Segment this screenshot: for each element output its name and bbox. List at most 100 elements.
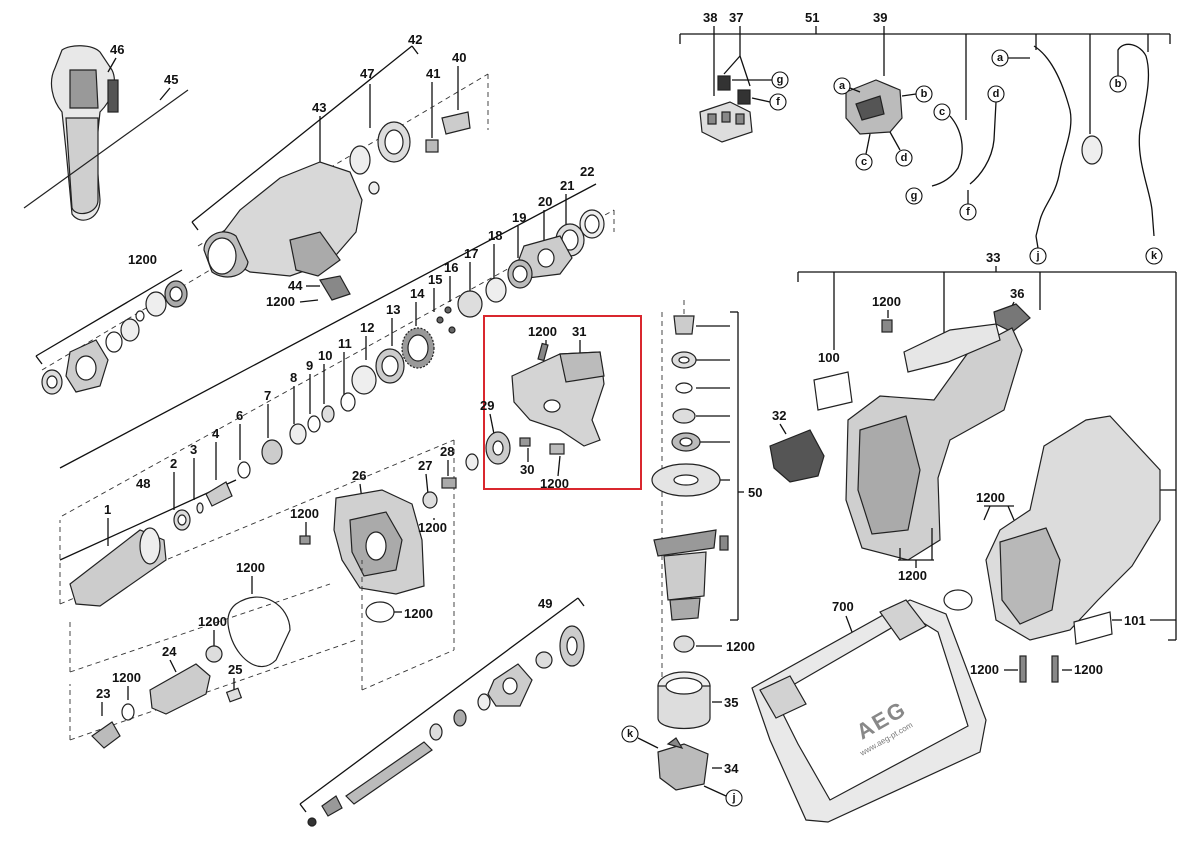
label-17: 17 xyxy=(464,246,478,261)
label-11: 11 xyxy=(338,336,352,351)
label-21: 21 xyxy=(560,178,574,193)
circle-b-39: b xyxy=(921,88,928,100)
rings-47-41-40 xyxy=(349,111,471,195)
label-1200-p: 1200 xyxy=(1074,662,1103,677)
fan-baffle-35 xyxy=(657,671,711,729)
label-18: 18 xyxy=(488,228,502,243)
label-43: 43 xyxy=(312,100,326,115)
label-3: 3 xyxy=(190,442,197,457)
circle-k-wire: k xyxy=(1151,250,1158,262)
circle-a-wire: a xyxy=(997,52,1004,64)
label-1200-f: 1200 xyxy=(236,560,265,575)
label-22: 22 xyxy=(580,164,594,179)
circle-f-37: f xyxy=(776,96,780,108)
label-23: 23 xyxy=(96,686,110,701)
label-1: 1 xyxy=(104,502,111,517)
label-1200-b: 1200 xyxy=(128,252,157,267)
label-50: 50 xyxy=(748,485,762,500)
gear-case-26 xyxy=(333,489,425,595)
label-9: 9 xyxy=(306,358,313,373)
label-45: 45 xyxy=(164,72,178,87)
circle-d-39: d xyxy=(901,152,908,164)
gear-train-parts xyxy=(351,209,605,395)
circle-a-39: a xyxy=(839,80,846,92)
label-6: 6 xyxy=(236,408,243,423)
label-26: 26 xyxy=(352,468,366,483)
carry-case-700 xyxy=(751,599,987,823)
circle-c-39: c xyxy=(861,156,867,168)
label-28: 28 xyxy=(440,444,454,459)
motor-bracket-31 xyxy=(511,342,605,447)
armature-stack xyxy=(651,315,729,621)
label-49: 49 xyxy=(538,596,552,611)
label-16: 16 xyxy=(444,260,458,275)
label-1200-o: 1200 xyxy=(970,662,999,677)
label-700: 700 xyxy=(832,599,854,614)
label-27: 27 xyxy=(418,458,432,473)
label-39: 39 xyxy=(873,10,887,25)
highlight-box xyxy=(483,315,642,490)
label-13: 13 xyxy=(386,302,400,317)
label-7: 7 xyxy=(264,388,271,403)
switch-39 xyxy=(845,79,903,135)
label-20: 20 xyxy=(538,194,552,209)
label-36: 36 xyxy=(1010,286,1024,301)
label-40: 40 xyxy=(452,50,466,65)
label-38: 38 xyxy=(703,10,717,25)
bearing-plate-29 xyxy=(485,431,511,465)
label-2: 2 xyxy=(170,456,177,471)
label-12: 12 xyxy=(360,320,374,335)
label-35: 35 xyxy=(724,695,738,710)
label-1200-m: 1200 xyxy=(976,490,1005,505)
label-1200-j: 1200 xyxy=(540,476,569,491)
drive-shaft-parts xyxy=(307,625,585,827)
label-4: 4 xyxy=(212,426,220,441)
chuck-parts-row xyxy=(41,280,188,395)
circle-d-wire: d xyxy=(993,88,1000,100)
brush-holder-34 xyxy=(657,737,709,791)
label-1200-e: 1200 xyxy=(404,606,433,621)
label-30: 30 xyxy=(520,462,534,477)
label-14: 14 xyxy=(410,286,425,301)
circle-f-wire: f xyxy=(966,206,970,218)
label-42: 42 xyxy=(408,32,422,47)
label-101: 101 xyxy=(1124,613,1146,628)
label-32: 32 xyxy=(772,408,786,423)
label-47: 47 xyxy=(360,66,374,81)
label-33: 33 xyxy=(986,250,1000,265)
label-15: 15 xyxy=(428,272,442,287)
label-44: 44 xyxy=(288,278,303,293)
side-handle-assembly xyxy=(23,45,189,221)
circle-g-37: g xyxy=(777,74,784,86)
circle-b-wire: b xyxy=(1115,78,1122,90)
label-29: 29 xyxy=(480,398,494,413)
label-37: 37 xyxy=(729,10,743,25)
label-46: 46 xyxy=(110,42,124,57)
label-31: 31 xyxy=(572,324,586,339)
label-19: 19 xyxy=(512,210,526,225)
label-1200-a: 1200 xyxy=(266,294,295,309)
label-10: 10 xyxy=(318,348,332,363)
housing-half-left xyxy=(845,323,1023,561)
label-8: 8 xyxy=(290,370,297,385)
circle-j-wire: j xyxy=(1035,250,1039,262)
spindle-parts xyxy=(69,392,356,607)
label-1200-k: 1200 xyxy=(726,639,755,654)
switch-module-38 xyxy=(699,75,753,143)
label-1200-d: 1200 xyxy=(418,520,447,535)
label-51: 51 xyxy=(805,10,819,25)
label-1200-h: 1200 xyxy=(112,670,141,685)
label-1200-c: 1200 xyxy=(290,506,319,521)
label-48: 48 xyxy=(136,476,150,491)
label-1200-g: 1200 xyxy=(198,614,227,629)
circle-g-wire: g xyxy=(911,190,918,202)
label-1200-i: 1200 xyxy=(528,324,557,339)
label-34: 34 xyxy=(724,761,739,776)
gear-housing xyxy=(203,161,363,301)
circle-k-34: k xyxy=(627,728,634,740)
label-1200-l: 1200 xyxy=(872,294,901,309)
label-1200-n: 1200 xyxy=(898,568,927,583)
circle-j-34: j xyxy=(731,792,735,804)
label-100: 100 xyxy=(818,350,840,365)
